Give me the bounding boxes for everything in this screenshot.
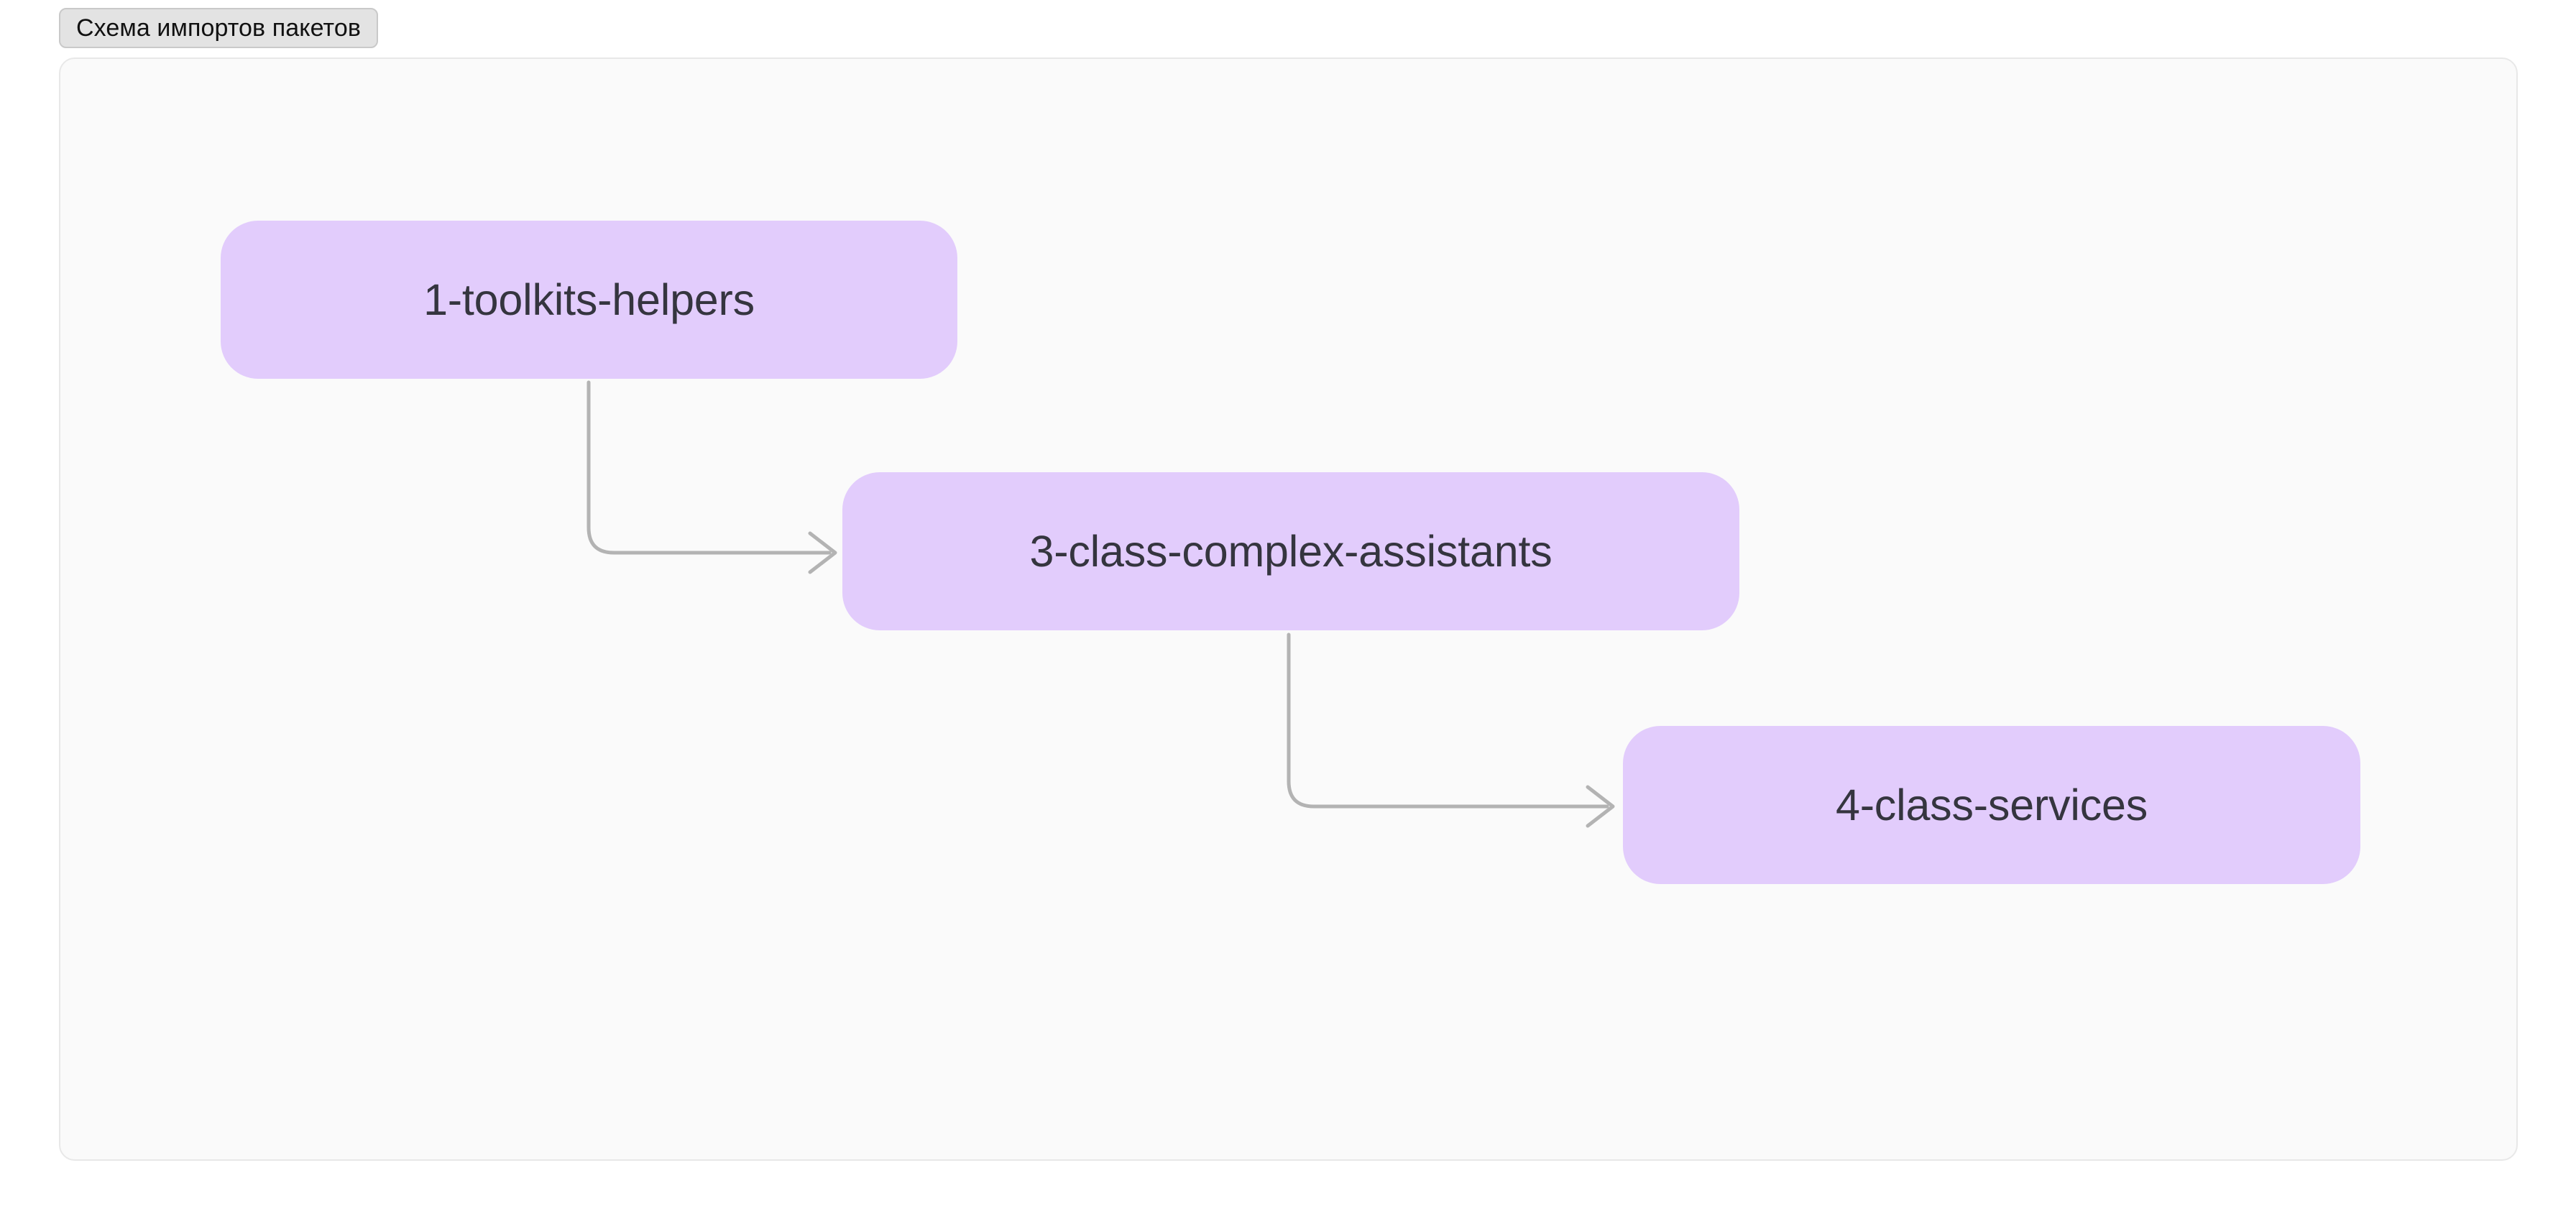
edge-toolkits-to-assistants: [586, 380, 837, 574]
node-label: 1-toolkits-helpers: [423, 275, 755, 324]
edge-assistants-to-services: [1287, 632, 1615, 828]
node-1-toolkits-helpers[interactable]: 1-toolkits-helpers: [221, 221, 957, 379]
tab-schema-imports[interactable]: Схема импортов пакетов: [59, 8, 378, 48]
diagram-canvas[interactable]: 1-toolkits-helpers 3-class-complex-assis…: [59, 58, 2518, 1161]
node-3-class-complex-assistants[interactable]: 3-class-complex-assistants: [842, 472, 1739, 630]
node-label: 4-class-services: [1835, 780, 2148, 829]
node-label: 3-class-complex-assistants: [1029, 526, 1552, 576]
node-4-class-services[interactable]: 4-class-services: [1623, 726, 2360, 884]
